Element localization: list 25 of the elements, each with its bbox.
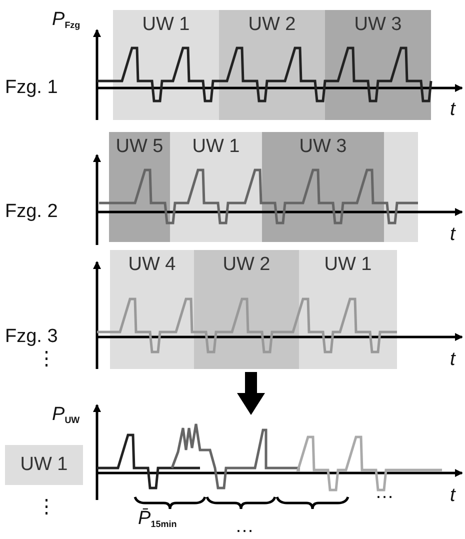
time-window-band: UW 1 [113,10,219,120]
empty-band [384,132,418,242]
time-window-band: UW 1 [170,132,262,242]
row-label: Fzg. 1 [5,78,58,97]
axis-label: P̄$_{15min}$ [138,509,177,529]
time-window-band: UW 1 [299,250,397,369]
ellipsis: ⋮ [37,350,56,369]
time-window-band: UW 4 [110,250,194,369]
ellipsis: … [375,483,394,502]
time-window-band: UW 2 [219,10,325,120]
ellipsis: … [235,517,254,536]
time-window-band: UW 3 [325,10,431,120]
ellipsis: ⋮ [37,498,56,517]
time-window-band: UW 3 [262,132,384,242]
axis-label: t [450,486,456,505]
group-label-box: UW 1 [5,445,83,485]
time-window-band: UW 5 [109,132,170,242]
time-window-band: UW 2 [194,250,299,369]
row-label: Fzg. 3 [5,327,58,346]
axis-label: P$_{Fzg}$ [52,10,80,30]
axis-label: t [450,350,456,369]
axis-label: t [450,225,456,244]
axis-label: P$_{UW}$ [52,405,80,425]
row-label: Fzg. 2 [5,202,58,221]
axis-label: t [450,100,456,119]
